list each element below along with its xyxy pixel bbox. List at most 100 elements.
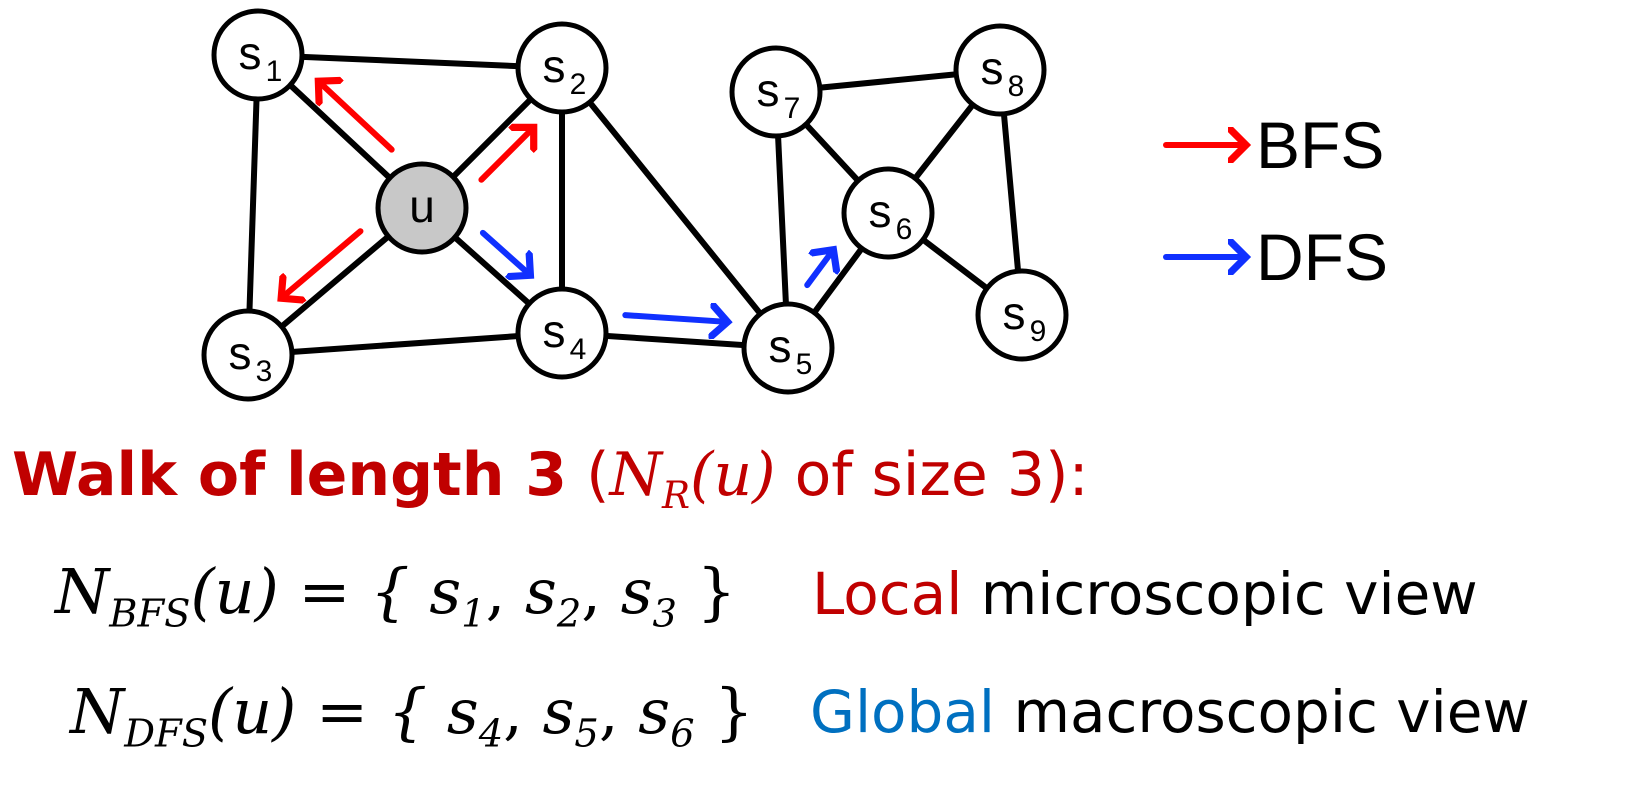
edge-s2-s5 bbox=[559, 65, 791, 351]
node-label: s bbox=[869, 185, 892, 237]
node-label: s bbox=[757, 64, 780, 116]
node-label: s bbox=[229, 327, 252, 379]
headline-n: N bbox=[609, 440, 663, 510]
node-circle bbox=[841, 166, 935, 260]
legend-bfs: BFS bbox=[1160, 108, 1385, 182]
global-view-label: Global macroscopic view bbox=[810, 678, 1530, 746]
dfs-set-close: } bbox=[714, 675, 754, 748]
node-label: s bbox=[543, 305, 566, 357]
edge-s3-s4 bbox=[245, 330, 565, 358]
headline-bold: Walk of length 3 bbox=[12, 440, 568, 510]
node-label: s bbox=[769, 320, 792, 372]
node-label: s bbox=[981, 42, 1004, 94]
dfs-set-item: s4 bbox=[446, 675, 503, 756]
walk-headline: Walk of length 3 (NR(u) of size 3): bbox=[12, 440, 1089, 517]
dfs-arrow-u-s4 bbox=[479, 229, 531, 275]
headline-n-arg: (u) bbox=[690, 440, 776, 510]
node-subscript: 7 bbox=[784, 92, 801, 125]
local-word: Local bbox=[812, 560, 963, 628]
edge-s1-s3 bbox=[245, 52, 261, 358]
node-subscript: 1 bbox=[266, 55, 283, 88]
node-label: s bbox=[239, 27, 262, 79]
node-u: u bbox=[375, 161, 469, 255]
bfs-arrow-u-s3 bbox=[281, 228, 364, 298]
bfs-set-item-base: s bbox=[620, 555, 653, 628]
node-label: s bbox=[543, 40, 566, 92]
bfs-set-item-sub: 2 bbox=[556, 591, 582, 637]
dfs-set-item-sub: 6 bbox=[670, 711, 695, 757]
node-subscript: 8 bbox=[1008, 70, 1025, 103]
node-circle bbox=[975, 268, 1069, 362]
dfs-set-item-sub: 4 bbox=[478, 711, 504, 757]
legend-dfs-arrow bbox=[1163, 237, 1260, 277]
global-word: Global bbox=[810, 678, 996, 746]
bfs-set-arg: (u) = { bbox=[190, 555, 410, 628]
edge-s1-s2 bbox=[255, 52, 565, 71]
bfs-arrow-u-s1 bbox=[318, 81, 395, 153]
node-subscript: 4 bbox=[570, 333, 587, 366]
dfs-set-n: N bbox=[70, 675, 125, 748]
node-label: s bbox=[1003, 287, 1026, 339]
node-circle bbox=[201, 308, 295, 402]
bfs-set-item-base: s bbox=[429, 555, 462, 628]
legend-bfs-label: BFS bbox=[1256, 108, 1385, 182]
bfs-set-item-base: s bbox=[525, 555, 557, 628]
dfs-set-arg: (u) = { bbox=[208, 675, 428, 748]
bfs-set-item: s1 bbox=[429, 555, 485, 636]
dfs-set-item-base: s bbox=[446, 675, 479, 748]
dfs-set-item-sub: 5 bbox=[574, 711, 599, 757]
node-circle bbox=[515, 21, 609, 115]
bfs-set-items: s1, s2, s3 bbox=[429, 555, 677, 637]
bfs-set-formula: NBFS(u) = { s1, s2, s3 } bbox=[55, 555, 736, 636]
node-circle bbox=[953, 23, 1047, 117]
node-circle bbox=[211, 8, 305, 102]
dfs-set-item-base: s bbox=[542, 675, 575, 748]
bfs-set-sub: BFS bbox=[109, 591, 191, 637]
node-circle bbox=[729, 45, 823, 139]
dfs-set-item-base: s bbox=[638, 675, 671, 748]
dfs-set-items: s4, s5, s6 bbox=[446, 675, 695, 757]
legend-dfs: DFS bbox=[1160, 220, 1388, 294]
dfs-arrow-s5-s6 bbox=[804, 250, 833, 289]
node-subscript: 2 bbox=[570, 68, 587, 101]
bfs-set-item: s2 bbox=[525, 555, 581, 636]
global-rest: macroscopic view bbox=[995, 678, 1530, 746]
walk-arrow-layer bbox=[281, 81, 833, 322]
node-circle bbox=[741, 301, 835, 395]
node-circle bbox=[515, 286, 609, 380]
node-label: u bbox=[409, 180, 435, 232]
headline-open: ( bbox=[567, 440, 610, 510]
dfs-set-sub: DFS bbox=[124, 711, 209, 757]
bfs-set-item: s3 bbox=[620, 555, 677, 636]
node-subscript: 9 bbox=[1030, 315, 1047, 348]
bfs-set-item-sub: 1 bbox=[461, 591, 486, 637]
dfs-set-formula: NDFS(u) = { s4, s5, s6 } bbox=[70, 675, 754, 756]
node-subscript: 6 bbox=[896, 213, 913, 246]
dfs-arrow-s4-s5 bbox=[622, 315, 727, 322]
node-circle bbox=[375, 161, 469, 255]
node-subscript: 5 bbox=[796, 348, 813, 381]
bfs-arrow-u-s2 bbox=[478, 127, 533, 183]
node-subscript: 3 bbox=[256, 355, 273, 388]
dfs-set-item: s6 bbox=[638, 675, 694, 756]
local-view-label: Local microscopic view bbox=[812, 560, 1478, 628]
bfs-set-item-sub: 3 bbox=[652, 591, 677, 637]
headline-rest: of size 3): bbox=[775, 440, 1089, 510]
dfs-set-item: s5 bbox=[542, 675, 599, 756]
legend-dfs-label: DFS bbox=[1256, 220, 1388, 294]
headline-n-sub: R bbox=[662, 473, 691, 518]
bfs-set-n: N bbox=[55, 555, 110, 628]
bfs-set-close: } bbox=[696, 555, 737, 628]
legend-bfs-arrow bbox=[1163, 125, 1260, 165]
